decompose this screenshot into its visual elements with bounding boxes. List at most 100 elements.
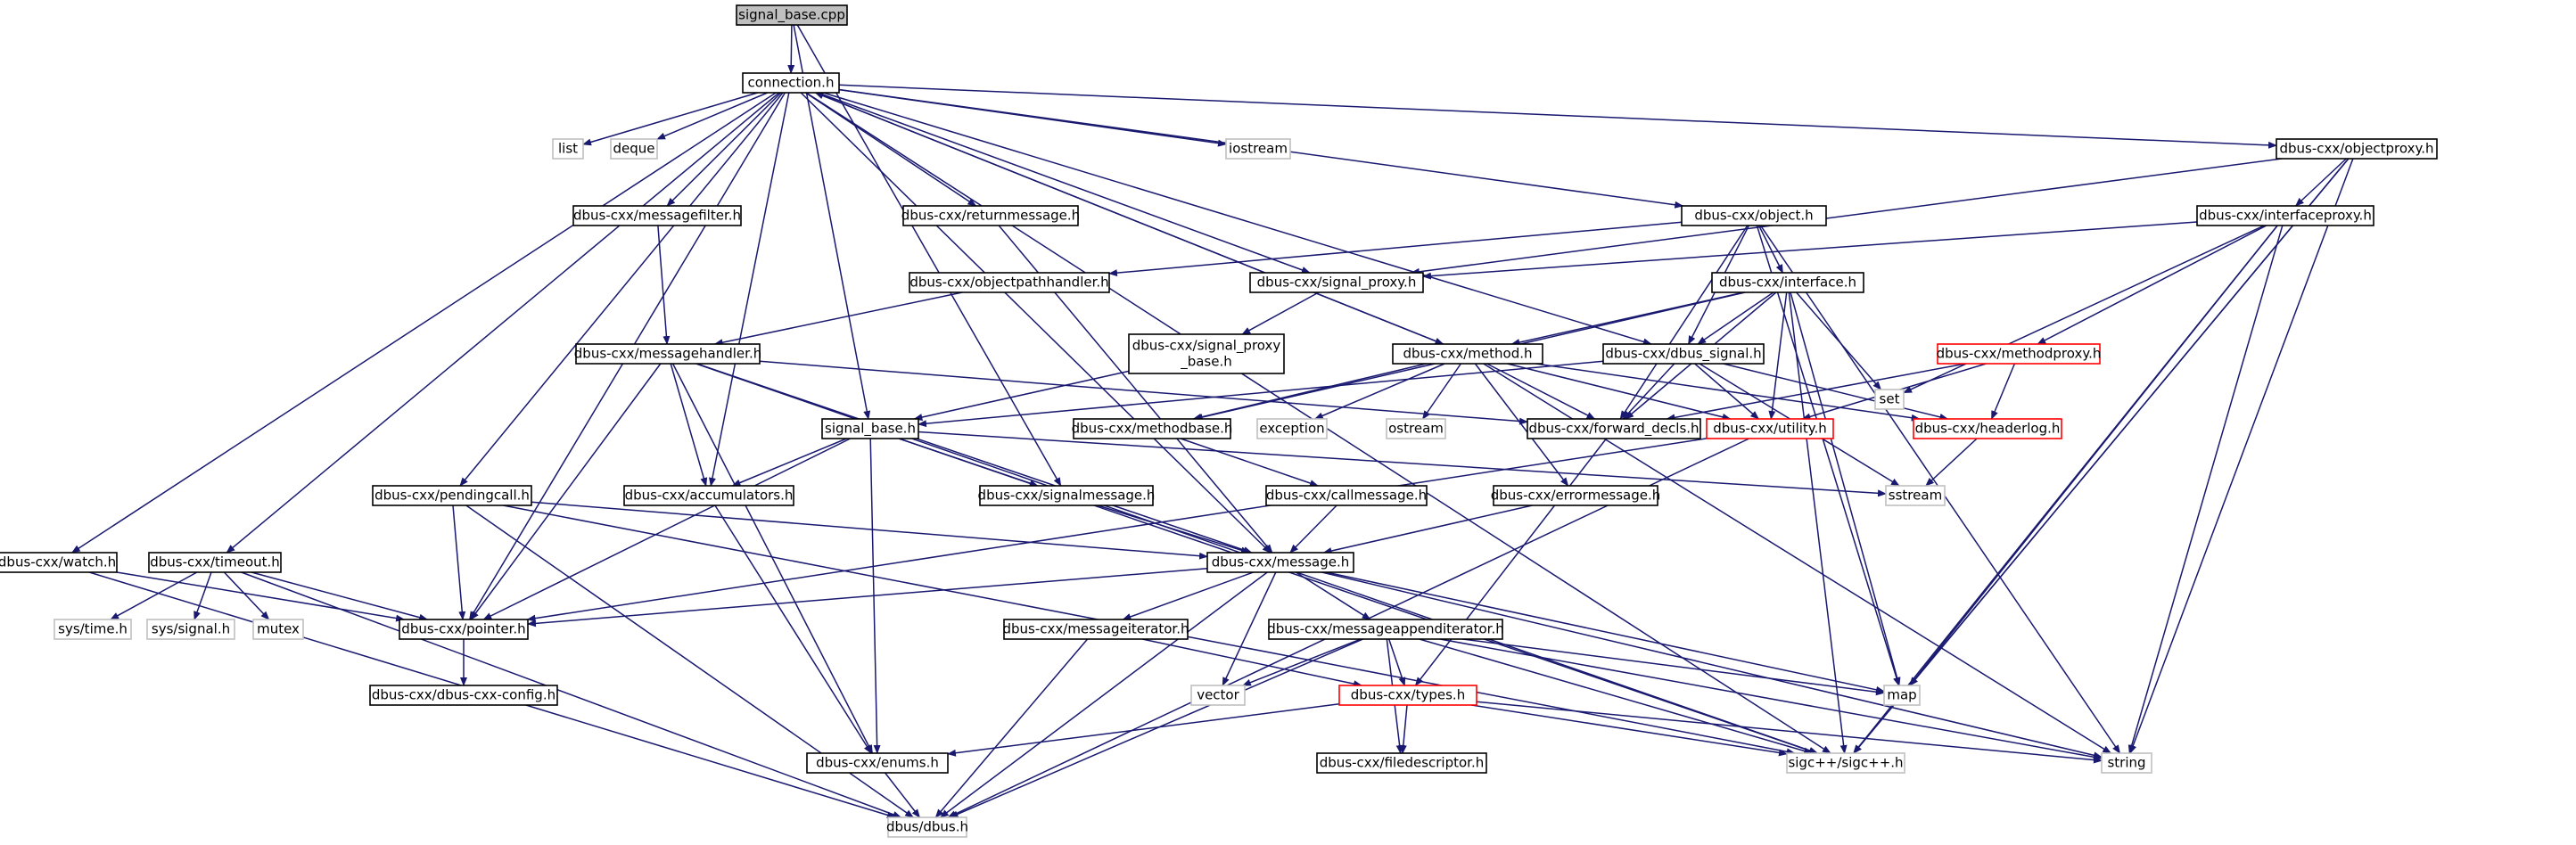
edge-connection_h-to-signal_proxy_h (817, 92, 1311, 274)
edge-types_h-to-string (1476, 701, 2103, 764)
node-box (1003, 619, 1189, 640)
node-signal-proxy-h[interactable]: dbus-cxx/signal_proxy.h (1249, 272, 1424, 293)
node-string: string (2101, 752, 2152, 774)
edge-messagehandler_h-to-forward_decls_h (759, 360, 1528, 425)
node-objectproxy-h[interactable]: dbus-cxx/objectproxy.h (2276, 138, 2438, 160)
edge-timeout_h-to-sys_time_h (110, 571, 198, 620)
node-messagefilter-h[interactable]: dbus-cxx/messagefilter.h (572, 205, 742, 226)
edge-interface_h-to-dbus_signal_h (1697, 291, 1774, 345)
node-filedescriptor-h[interactable]: dbus-cxx/filedescriptor.h (1316, 752, 1487, 774)
node-messageiterator-h[interactable]: dbus-cxx/messageiterator.h (1002, 619, 1189, 640)
node-messageappenditerator-h[interactable]: dbus-cxx/messageappenditerator.h (1267, 619, 1504, 640)
node-objectpathhandler-h[interactable]: dbus-cxx/objectpathhandler.h (909, 272, 1110, 293)
edge-messageappenditerator_h-to-sigc_h (1419, 638, 1814, 755)
node-returnmessage-h[interactable]: dbus-cxx/returnmessage.h (901, 205, 1080, 226)
node-dbus-signal-h[interactable]: dbus-cxx/dbus_signal.h (1602, 343, 1765, 365)
node-set: set (1874, 389, 1905, 410)
edge-timeout_h-to-dbus_h (241, 571, 902, 818)
node-box (1527, 418, 1701, 439)
node-label: dbus-cxx/callmessage.h (1266, 488, 1427, 504)
node-label: dbus-cxx/signal_proxy.h (1257, 275, 1417, 291)
node-box (1493, 485, 1658, 506)
node-box (887, 816, 967, 838)
edge-object_h-to-map (1756, 225, 1900, 686)
node-box (1883, 685, 1921, 706)
node-signal-proxy-base-h[interactable]: dbus-cxx/signal_proxy_base.h (1128, 333, 1285, 374)
edge-messagefilter_h-to-messagehandler_h (657, 225, 671, 345)
edge-interface_h-to-map (1790, 291, 1901, 686)
node-label: dbus-cxx/utility.h (1713, 421, 1827, 437)
edge-callmessage_h-to-message_h (1289, 505, 1337, 554)
edge-message_h-to-string (1321, 571, 2103, 759)
node-utility-h[interactable]: dbus-cxx/utility.h (1706, 418, 1834, 439)
edge-connection_h-to-timeout_h (226, 92, 780, 554)
edge-interfaceproxy_h-to-string (2127, 225, 2284, 754)
edge-headerlog_h-to-sstream (1925, 438, 1978, 487)
node-watch-h[interactable]: dbus-cxx/watch.h (0, 552, 118, 573)
edge-pendingcall_h-to-message_h (531, 501, 1208, 560)
edge-connection_h-to-messagefilter_h (666, 92, 782, 207)
node-connection-h[interactable]: connection.h (742, 72, 840, 94)
node-box (0, 552, 118, 573)
node-box (1392, 343, 1543, 365)
edge-method_h-to-exception (1313, 363, 1445, 420)
node-box (979, 485, 1154, 506)
node-messagehandler-h[interactable]: dbus-cxx/messagehandler.h (574, 343, 761, 365)
node-sys-signal-h: sys/signal.h (146, 619, 235, 640)
node-box (2101, 752, 2152, 774)
node-label: dbus-cxx/errormessage.h (1491, 488, 1661, 504)
node-label: dbus-cxx/object.h (1694, 208, 1813, 224)
node-method-h[interactable]: dbus-cxx/method.h (1392, 343, 1543, 365)
node-signalmessage-h[interactable]: dbus-cxx/signalmessage.h (978, 485, 1156, 506)
node-methodbase-h[interactable]: dbus-cxx/methodbase.h (1072, 418, 1233, 439)
node-pointer-h[interactable]: dbus-cxx/pointer.h (399, 619, 529, 640)
edge-method_h-to-utility_h (1507, 363, 1732, 421)
node-box (146, 619, 235, 640)
node-interface-h[interactable]: dbus-cxx/interface.h (1711, 272, 1864, 293)
node-object-h[interactable]: dbus-cxx/object.h (1681, 205, 1827, 226)
node-box (1225, 138, 1291, 160)
node-types-h[interactable]: dbus-cxx/types.h (1338, 685, 1477, 706)
node-enums-h[interactable]: dbus-cxx/enums.h (806, 752, 949, 774)
node-label: dbus-cxx/types.h (1351, 687, 1465, 703)
edge-connection_h-to-deque (656, 92, 769, 140)
node-box (1681, 205, 1827, 226)
node-signal-base-cpp[interactable]: signal_base.cpp (736, 4, 848, 26)
edge-dbus_signal_h-to-headerlog_h (1723, 363, 1949, 421)
node-box (372, 485, 532, 506)
edge-messagehandler_h-to-enums_h (671, 363, 874, 754)
node-label: iostream (1229, 141, 1288, 157)
node-label: vector (1197, 687, 1239, 703)
node-box (53, 619, 132, 640)
node-box (252, 619, 304, 640)
node-box (742, 72, 840, 94)
node-dbus-cxx-config-h[interactable]: dbus-cxx/dbus-cxx-config.h (369, 685, 558, 706)
edge-message_h-to-dbus_h (939, 571, 1268, 818)
edge-signalmessage_h-to-message_h (1097, 505, 1250, 554)
node-headerlog-h[interactable]: dbus-cxx/headerlog.h (1913, 418, 2062, 439)
node-box (1913, 418, 2062, 439)
edge-connection_h-to-objectproxy_h (838, 84, 2277, 149)
node-message-h[interactable]: dbus-cxx/message.h (1206, 552, 1354, 573)
node-callmessage-h[interactable]: dbus-cxx/callmessage.h (1265, 485, 1428, 506)
node-forward-decls-h[interactable]: dbus-cxx/forward_decls.h (1527, 418, 1701, 439)
node-label: dbus-cxx/pendingcall.h (374, 488, 530, 504)
edge-method_h-to-methodbase_h (1192, 363, 1427, 421)
node-timeout-h[interactable]: dbus-cxx/timeout.h (148, 552, 282, 573)
node-box (552, 138, 584, 160)
node-box (1711, 272, 1864, 293)
node-signal-base-h[interactable]: signal_base.h (821, 418, 919, 439)
node-label: dbus-cxx/objectpathhandler.h (909, 275, 1108, 291)
edge-watch_h-to-pointer_h (116, 571, 406, 622)
node-sigc-h: sigc++/sigc++.h (1786, 752, 1905, 774)
node-label: string (2107, 755, 2145, 771)
node-errormessage-h[interactable]: dbus-cxx/errormessage.h (1491, 485, 1661, 506)
node-pendingcall-h[interactable]: dbus-cxx/pendingcall.h (372, 485, 532, 506)
node-accumulators-h[interactable]: dbus-cxx/accumulators.h (623, 485, 794, 506)
node-interfaceproxy-h[interactable]: dbus-cxx/interfaceproxy.h (2196, 205, 2374, 226)
edge-interface_h-to-set (1796, 291, 1882, 390)
node-label: connection.h (748, 75, 835, 91)
node-methodproxy-h[interactable]: dbus-cxx/methodproxy.h (1937, 343, 2102, 365)
edge-types_h-to-sigc_h (1470, 704, 1788, 757)
